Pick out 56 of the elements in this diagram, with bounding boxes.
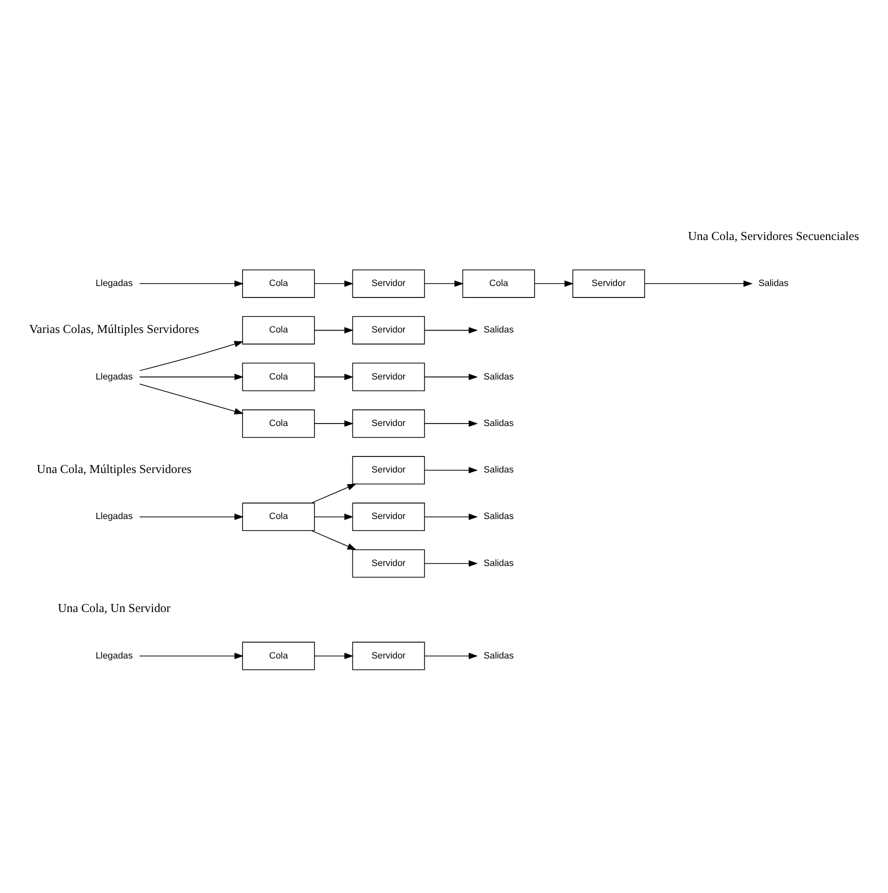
node-box: Servidor bbox=[352, 270, 425, 298]
node-text: Salidas bbox=[484, 558, 514, 568]
arrow bbox=[424, 374, 478, 380]
node-box: Cola bbox=[462, 270, 535, 298]
arrow bbox=[314, 327, 354, 334]
node-text: Salidas bbox=[484, 650, 514, 660]
node-box: Servidor bbox=[352, 456, 425, 484]
arrow bbox=[311, 484, 357, 504]
node-box: Servidor bbox=[352, 316, 425, 344]
node-box: Servidor bbox=[352, 502, 425, 531]
node-box: Cola bbox=[242, 270, 315, 298]
arrow bbox=[314, 514, 354, 520]
arrow bbox=[424, 466, 478, 474]
arrow bbox=[139, 384, 244, 414]
label: Una Cola, Múltiples Servidores bbox=[36, 462, 192, 476]
arrow bbox=[644, 280, 753, 287]
arrow bbox=[139, 652, 244, 660]
arrow bbox=[314, 652, 354, 660]
arrow bbox=[314, 374, 354, 380]
node-box: Servidor bbox=[352, 642, 425, 670]
node-text: Llegadas bbox=[96, 650, 133, 660]
node-text: Salidas bbox=[758, 278, 788, 288]
label: Varias Colas, Múltiples Servidores bbox=[29, 322, 199, 336]
node-text: Llegadas bbox=[96, 278, 133, 288]
node-text: Salidas bbox=[484, 418, 514, 428]
node-box: Cola bbox=[242, 316, 315, 344]
node-box: Servidor bbox=[352, 409, 425, 438]
arrow bbox=[314, 420, 354, 427]
arrow bbox=[314, 280, 354, 287]
node-text: Salidas bbox=[484, 324, 514, 335]
arrow bbox=[424, 327, 478, 334]
arrow bbox=[424, 280, 464, 287]
label: Una Cola, Un Servidor bbox=[58, 601, 170, 616]
arrow bbox=[311, 530, 357, 550]
node-box: Cola bbox=[242, 409, 315, 438]
node-box: Cola bbox=[242, 642, 315, 670]
arrow bbox=[424, 652, 478, 660]
node-box: Servidor bbox=[352, 362, 425, 392]
node-text: Salidas bbox=[484, 371, 514, 382]
node-text: Llegadas bbox=[96, 511, 133, 522]
node-box: Cola bbox=[242, 362, 315, 392]
node-text: Salidas bbox=[484, 464, 514, 475]
node-box: Cola bbox=[242, 502, 315, 531]
arrow bbox=[139, 374, 244, 380]
arrow bbox=[139, 280, 244, 287]
node-text: Llegadas bbox=[96, 371, 133, 382]
arrow bbox=[139, 341, 244, 372]
label: Una Cola, Servidores Secuenciales bbox=[688, 228, 859, 243]
node-text: Salidas bbox=[484, 511, 514, 522]
node-box: Servidor bbox=[352, 549, 425, 578]
arrow bbox=[139, 514, 244, 520]
node-box: Servidor bbox=[572, 270, 646, 298]
arrow bbox=[424, 560, 478, 567]
arrow bbox=[534, 280, 574, 287]
arrow bbox=[424, 420, 478, 427]
arrow bbox=[424, 514, 478, 520]
